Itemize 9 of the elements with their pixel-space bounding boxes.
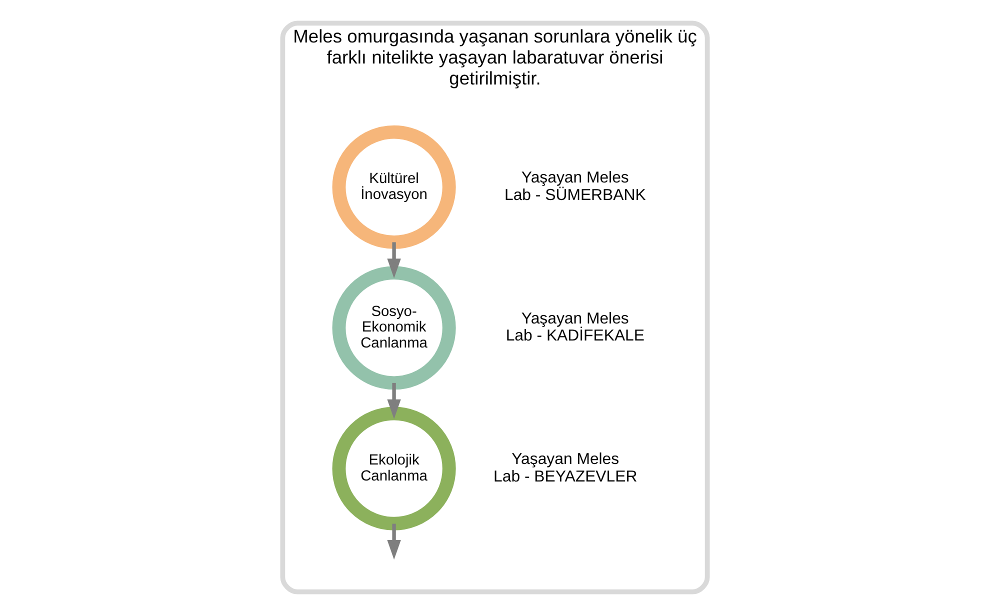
node-label: Yaşayan Meles Lab - KADİFEKALE (506, 310, 644, 345)
node-circle: Kültürel İnovasyon (332, 125, 456, 249)
node-label: Yaşayan Meles Lab - SÜMERBANK (504, 170, 646, 204)
arrow (387, 524, 401, 560)
arrow (387, 382, 401, 419)
arrow (387, 242, 401, 278)
node-circle: Sosyo- Ekonomik Canlanma (332, 266, 456, 390)
node-circle: Ekolojik Canlanma (332, 406, 456, 530)
node-label: Yaşayan Meles Lab - BEYAZEVLER (494, 451, 638, 486)
